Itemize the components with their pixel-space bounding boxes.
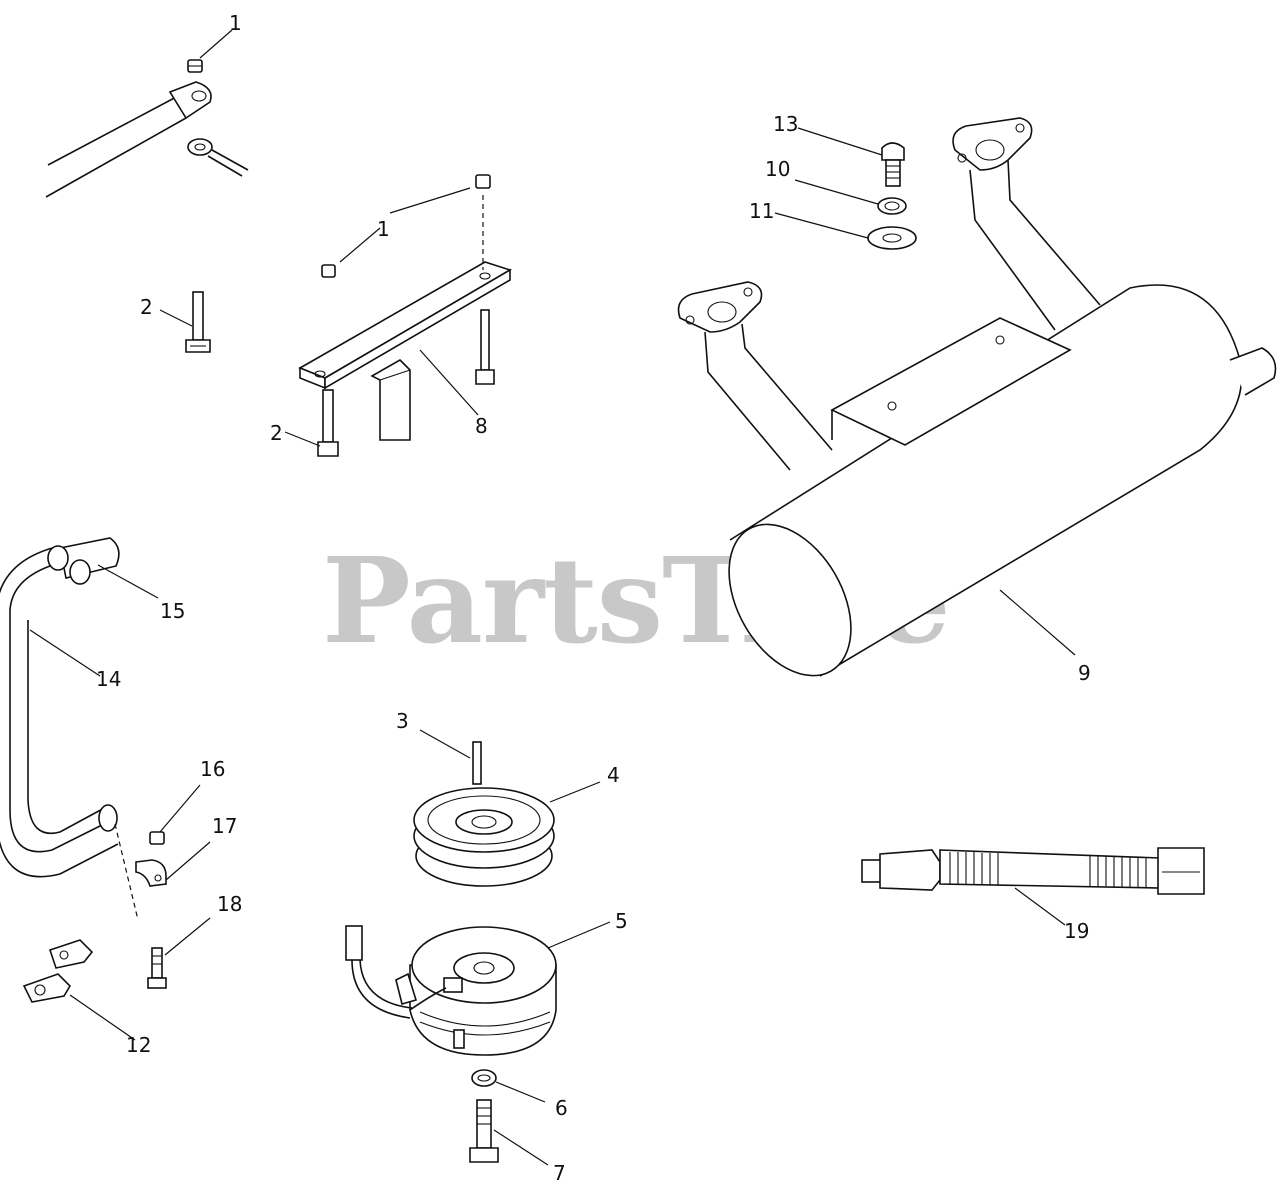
washer-icon: [471, 1069, 497, 1087]
bolt-icon: [317, 309, 495, 457]
connector-icon: [47, 537, 120, 585]
nut-icon: [321, 174, 491, 278]
callout-1-bracket: 1: [377, 217, 390, 241]
callout-6: 6: [555, 1096, 568, 1120]
bolt-icon: [469, 1099, 499, 1163]
callout-15: 15: [160, 599, 185, 623]
callout-7: 7: [553, 1161, 566, 1185]
nut-icon: [149, 831, 165, 845]
connector-icon: [22, 939, 94, 1003]
callout-5: 5: [615, 909, 628, 933]
callout-17: 17: [212, 814, 237, 838]
bolt-icon: [185, 291, 211, 353]
clutch-icon: [345, 925, 557, 1056]
callout-13: 13: [773, 112, 798, 136]
tube-icon: [0, 545, 139, 921]
callout-8: 8: [475, 414, 488, 438]
callout-10: 10: [765, 157, 790, 181]
hose-icon: [861, 847, 1205, 895]
callout-11: 11: [749, 199, 774, 223]
callout-16: 16: [200, 757, 225, 781]
clamp-icon: [135, 859, 167, 887]
callout-12: 12: [126, 1033, 151, 1057]
pulley-icon: [413, 787, 555, 887]
bracket-icon: [298, 261, 512, 441]
callout-4: 4: [607, 763, 620, 787]
callout-2-lower: 2: [270, 421, 283, 445]
key-icon: [472, 741, 482, 785]
callout-9: 9: [1078, 661, 1091, 685]
callout-2-upper: 2: [140, 295, 153, 319]
callout-18: 18: [217, 892, 242, 916]
callout-3: 3: [396, 709, 409, 733]
cable-terminal-icon: [45, 81, 249, 198]
washer-icon: [867, 197, 917, 250]
muffler-icon: [677, 117, 1277, 677]
nut-icon: [187, 59, 203, 73]
bolt-icon: [147, 947, 167, 989]
callout-14: 14: [96, 667, 121, 691]
callout-19: 19: [1064, 919, 1089, 943]
callout-1-top: 1: [229, 11, 242, 35]
bolt-icon: [881, 142, 905, 187]
